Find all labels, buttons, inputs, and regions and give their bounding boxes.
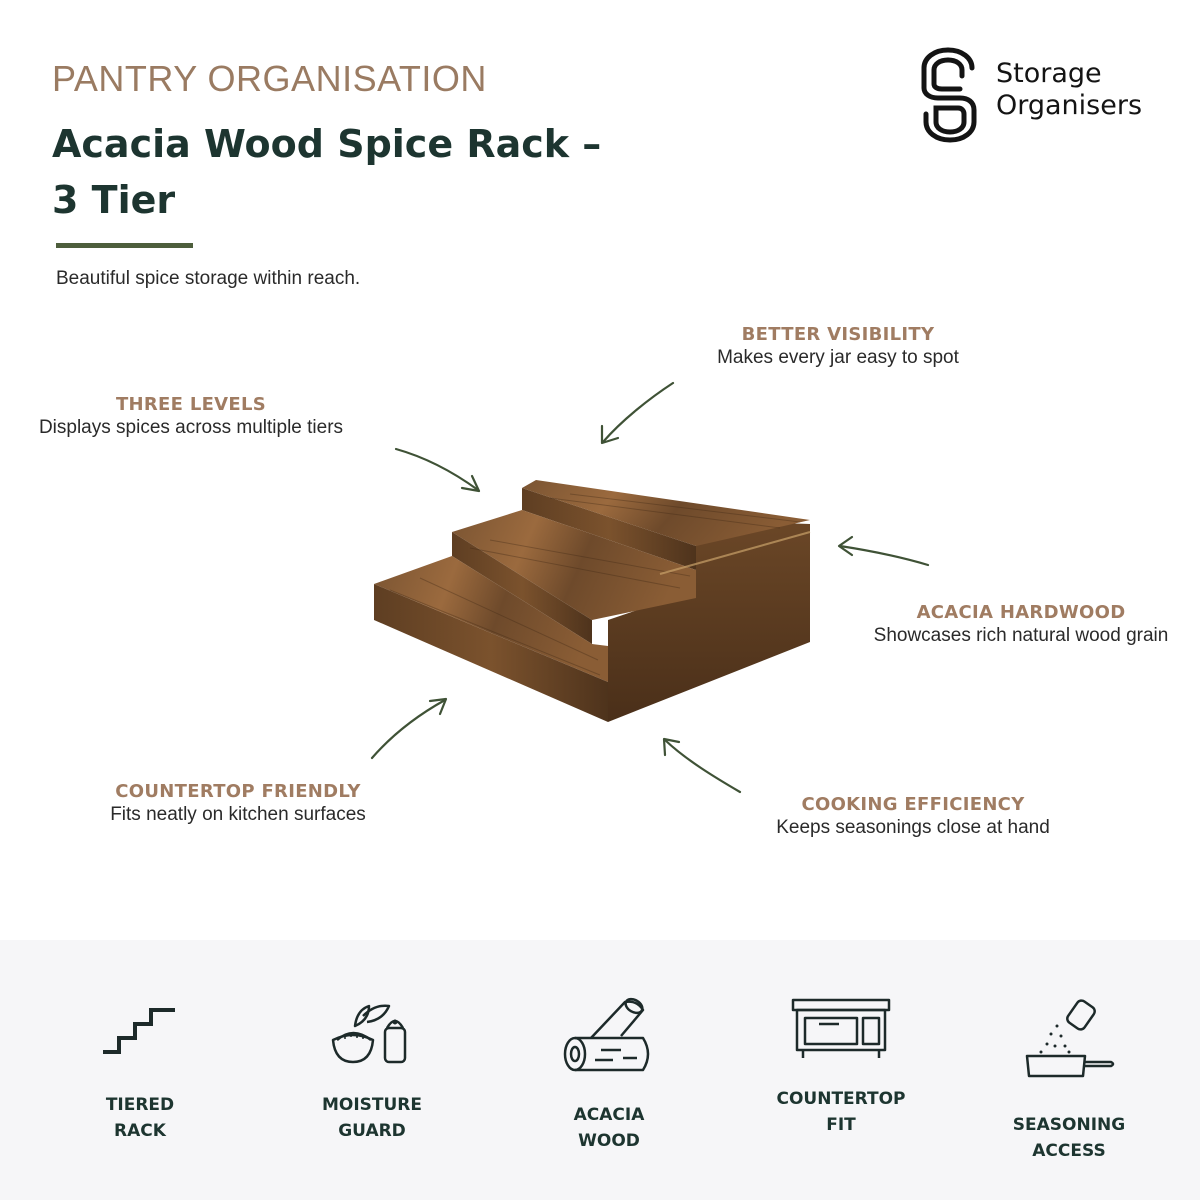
brand-name-line1: Storage	[996, 58, 1102, 89]
feature-label-line1: ACACIA	[573, 1105, 645, 1125]
spice-rack-image	[374, 480, 811, 722]
feature-label-line1: TIERED	[105, 1095, 175, 1115]
callout-cooking-efficiency: COOKING EFFICIENCY Keeps seasonings clos…	[752, 794, 1074, 839]
title-underline	[56, 243, 193, 248]
countertop-cabinet-icon	[791, 998, 891, 1058]
brand-mark-icon	[921, 47, 977, 143]
feature-label-line2: RACK	[114, 1121, 166, 1141]
feature-tiered-rack: TIERED RACK	[50, 996, 230, 1144]
callout-description: Makes every jar easy to spot	[717, 347, 959, 368]
arrow-acacia-hardwood	[837, 535, 930, 567]
feature-label: COUNTERTOP FIT	[751, 1086, 931, 1138]
feature-label: ACACIA WOOD	[519, 1102, 699, 1154]
callout-description: Showcases rich natural wood grain	[873, 625, 1169, 646]
feature-seasoning-access: SEASONING ACCESS	[979, 996, 1159, 1164]
brand-name: Storage Organisers	[996, 58, 1142, 122]
stairs-icon	[103, 1008, 175, 1054]
feature-label: MOISTURE GUARD	[282, 1092, 462, 1144]
callout-countertop-friendly: COUNTERTOP FRIENDLY Fits neatly on kitch…	[82, 781, 394, 826]
callout-description: Displays spices across multiple tiers	[38, 417, 344, 438]
callout-three-levels: THREE LEVELS Displays spices across mult…	[10, 394, 372, 439]
seasoning-pan-icon	[1025, 999, 1115, 1078]
callout-heading: THREE LEVELS	[115, 394, 267, 415]
feature-countertop-fit: COUNTERTOP FIT	[751, 996, 931, 1138]
callout-heading: COUNTERTOP FRIENDLY	[115, 781, 361, 802]
callout-description: Fits neatly on kitchen surfaces	[110, 804, 366, 825]
feature-label: SEASONING ACCESS	[979, 1112, 1159, 1164]
spice-bowl-shaker-icon	[331, 1004, 407, 1064]
eyebrow-category: PANTRY ORGANISATION	[52, 58, 487, 99]
feature-label-line2: FIT	[826, 1115, 856, 1135]
tagline: Beautiful spice storage within reach.	[56, 268, 361, 289]
callout-better-visibility: BETTER VISIBILITY Makes every jar easy t…	[680, 324, 996, 369]
page-title: Acacia Wood Spice Rack – 3 Tier	[52, 122, 602, 222]
feature-label-line2: GUARD	[338, 1121, 406, 1141]
arrow-cooking-efficiency	[662, 737, 742, 794]
feature-label-line1: MOISTURE	[321, 1095, 423, 1115]
callout-acacia-hardwood: ACACIA HARDWOOD Showcases rich natural w…	[848, 602, 1194, 647]
feature-label-line2: ACCESS	[1032, 1141, 1106, 1161]
feature-moisture-guard: MOISTURE GUARD	[282, 996, 462, 1144]
wood-logs-icon	[563, 997, 650, 1072]
callout-description: Keeps seasonings close at hand	[776, 817, 1050, 838]
callout-heading: ACACIA HARDWOOD	[916, 602, 1126, 623]
feature-acacia-wood: ACACIA WOOD	[519, 996, 699, 1154]
feature-label-line1: COUNTERTOP	[776, 1089, 906, 1109]
arrow-better-visibility	[600, 381, 675, 445]
feature-label: TIERED RACK	[50, 1092, 230, 1144]
feature-label-line1: SEASONING	[1012, 1115, 1126, 1135]
callout-heading: COOKING EFFICIENCY	[801, 794, 1025, 815]
feature-label-line2: WOOD	[578, 1131, 640, 1151]
feature-strip: TIERED RACK MOISTURE GUARD	[0, 940, 1200, 1200]
brand-name-line2: Organisers	[996, 90, 1143, 121]
callout-heading: BETTER VISIBILITY	[741, 324, 935, 345]
brand-logo: Storage Organisers	[916, 44, 1176, 144]
